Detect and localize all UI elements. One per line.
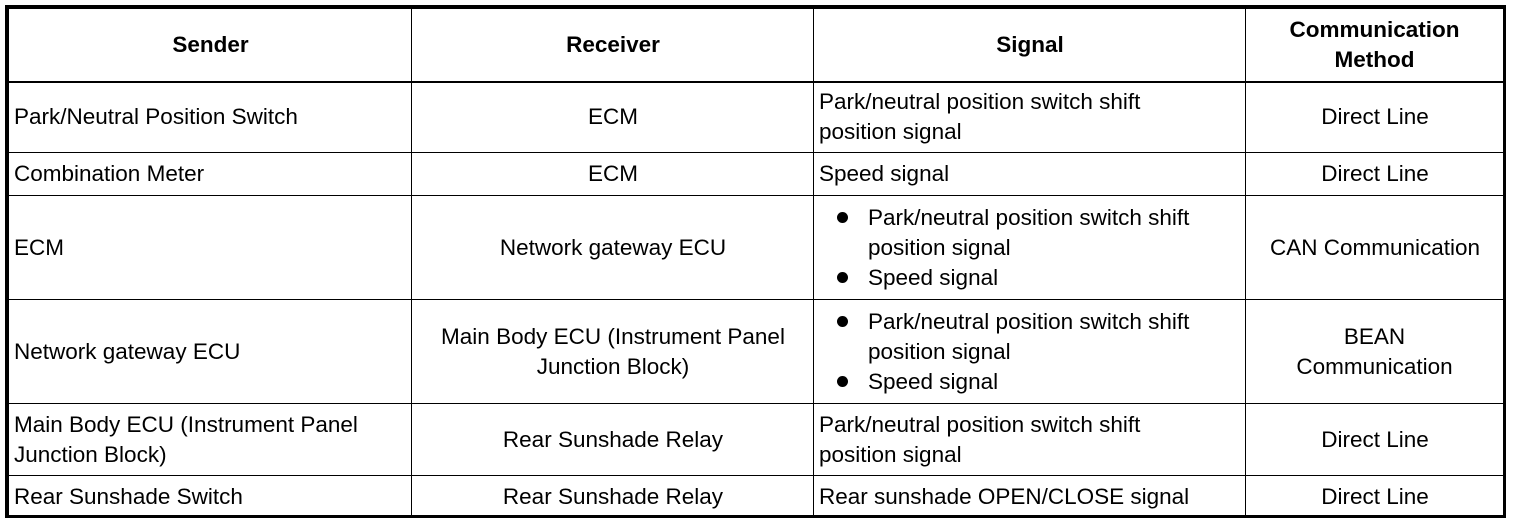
receiver-cell: Network gateway ECU xyxy=(411,195,814,300)
table-row: Rear Sunshade Switch Rear Sunshade Relay… xyxy=(8,475,1504,518)
signal-cell: Speed signal xyxy=(813,152,1246,196)
receiver-cell: Rear Sunshade Relay xyxy=(411,475,814,518)
header-method: Communication Method xyxy=(1245,8,1504,83)
signal-cell: Park/neutral position switch shift posit… xyxy=(813,299,1246,404)
signal-text: Speed signal xyxy=(868,264,999,290)
header-receiver: Receiver xyxy=(411,8,814,83)
sender-cell: Rear Sunshade Switch xyxy=(8,475,412,518)
signal-text: Park/neutral position switch shift posit… xyxy=(868,308,1190,364)
list-item: Speed signal xyxy=(837,367,1241,397)
method-cell: Direct Line xyxy=(1245,152,1504,196)
sender-cell: ECM xyxy=(8,195,412,300)
table-row: Combination Meter ECM Speed signal Direc… xyxy=(8,152,1504,196)
table-row: Main Body ECU (Instrument Panel Junction… xyxy=(8,403,1504,476)
sender-cell: Combination Meter xyxy=(8,152,412,196)
list-item: Park/neutral position switch shift posit… xyxy=(837,203,1241,263)
table-row: ECM Network gateway ECU Park/neutral pos… xyxy=(8,195,1504,300)
receiver-cell: Rear Sunshade Relay xyxy=(411,403,814,476)
bullet-icon xyxy=(837,271,848,283)
header-row: Sender Receiver Signal Communication Met… xyxy=(8,8,1504,83)
signal-cell: Park/neutral position switch shift posit… xyxy=(813,195,1246,300)
table-row: Park/Neutral Position Switch ECM Park/ne… xyxy=(8,81,1504,153)
signal-table: Sender Receiver Signal Communication Met… xyxy=(8,8,1504,518)
method-cell: Direct Line xyxy=(1245,403,1504,476)
signal-list: Park/neutral position switch shift posit… xyxy=(819,307,1241,397)
method-cell: BEAN Communication xyxy=(1245,299,1504,404)
sender-cell: Park/Neutral Position Switch xyxy=(8,81,412,153)
signal-list: Park/neutral position switch shift posit… xyxy=(819,203,1241,293)
receiver-cell: ECM xyxy=(411,81,814,153)
receiver-cell: ECM xyxy=(411,152,814,196)
header-sender: Sender xyxy=(8,8,412,83)
method-cell: CAN Communication xyxy=(1245,195,1504,300)
method-cell: Direct Line xyxy=(1245,475,1504,518)
list-item: Speed signal xyxy=(837,263,1241,293)
table-row: Network gateway ECU Main Body ECU (Instr… xyxy=(8,299,1504,404)
bullet-icon xyxy=(837,315,848,327)
receiver-cell: Main Body ECU (Instrument Panel Junction… xyxy=(411,299,814,404)
signal-text: Park/neutral position switch shift posit… xyxy=(868,204,1190,260)
bullet-icon xyxy=(837,211,848,223)
sender-cell: Main Body ECU (Instrument Panel Junction… xyxy=(8,403,412,476)
signal-cell: Rear sunshade OPEN/CLOSE signal xyxy=(813,475,1246,518)
list-item: Park/neutral position switch shift posit… xyxy=(837,307,1241,367)
signal-cell: Park/neutral position switch shift posit… xyxy=(813,403,1246,476)
signal-cell: Park/neutral position switch shift posit… xyxy=(813,81,1246,153)
communication-table: Sender Receiver Signal Communication Met… xyxy=(5,5,1506,518)
bullet-icon xyxy=(837,375,848,387)
signal-text: Speed signal xyxy=(868,368,999,394)
header-signal: Signal xyxy=(813,8,1246,83)
method-cell: Direct Line xyxy=(1245,81,1504,153)
sender-cell: Network gateway ECU xyxy=(8,299,412,404)
